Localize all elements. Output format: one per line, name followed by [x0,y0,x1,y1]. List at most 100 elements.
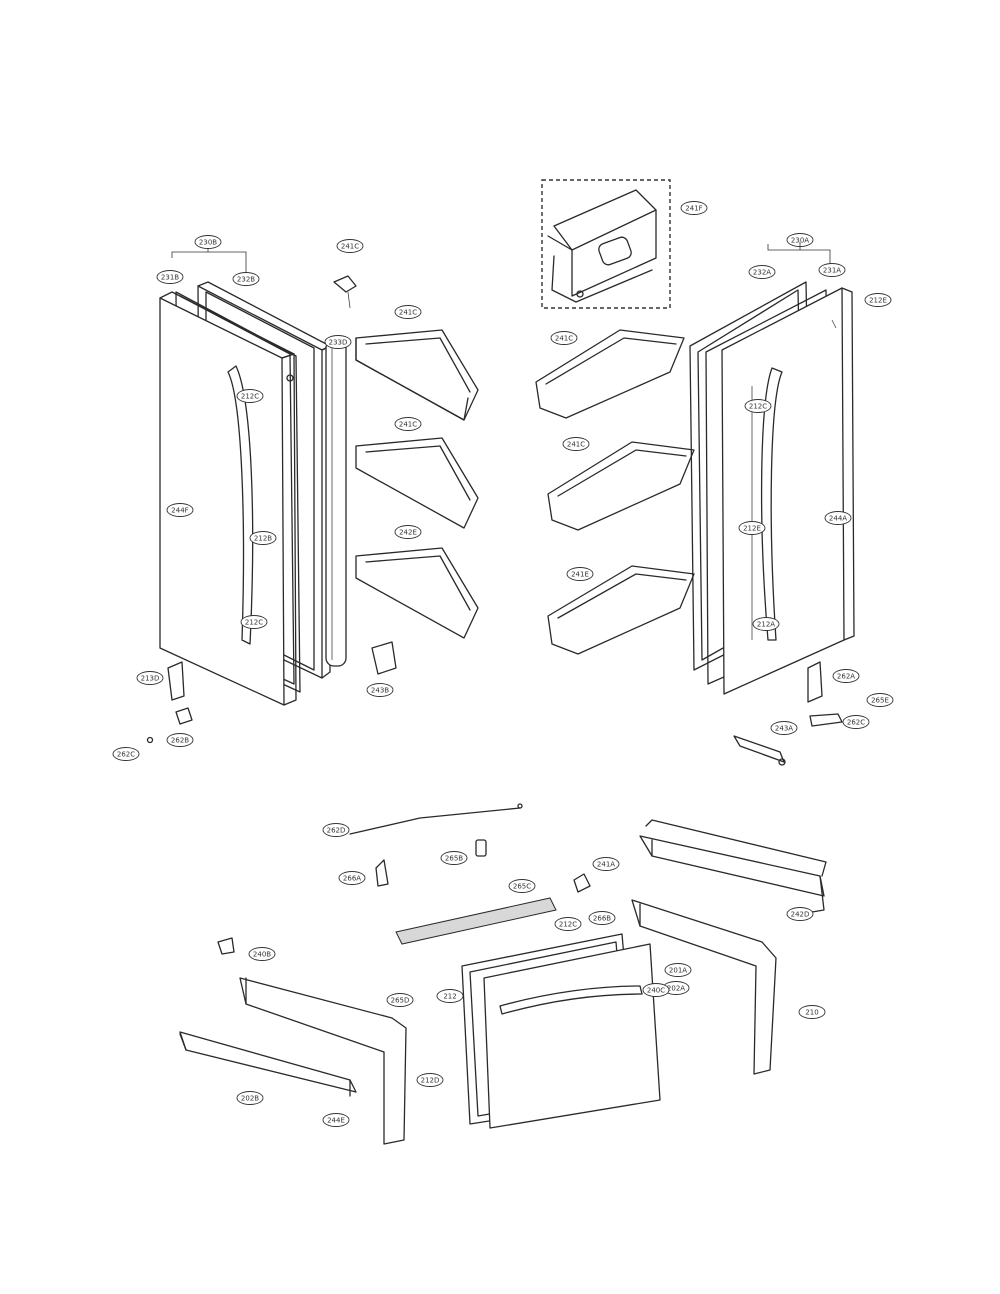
callout-label: 212C [241,393,259,401]
callout-c42: 202A [662,981,690,995]
callout-label: 232A [753,269,771,277]
callout-c5: 244F [166,503,194,517]
callout-label: 212A [757,621,775,629]
callout-bubble [818,263,846,277]
callout-c19: 232A [748,265,776,279]
callout-c30: 262B [166,733,194,747]
callout-label: 212B [254,535,272,543]
callout-c27: 265E [866,693,894,707]
callout-label: 241C [399,421,417,429]
callout-bubble [554,917,582,931]
right-door-assembly [689,281,855,766]
callout-label: 230B [199,239,217,247]
callout-label: 262D [327,827,346,835]
callout-c17: 241E [566,567,594,581]
callout-c20: 231A [818,263,846,277]
callout-bubble [240,615,268,629]
callout-bubble [748,265,776,279]
callout-label: 265D [391,997,410,1005]
callout-bubble [866,693,894,707]
callout-bubble [166,503,194,517]
callout-label: 233D [329,339,348,347]
callout-bubble [680,201,708,215]
callout-c2: 231B [156,270,184,284]
callout-c46: 240B [248,947,276,961]
callout-label: 212C [245,619,263,627]
callout-label: 212E [743,525,761,533]
callout-c50: 265D [386,993,414,1007]
callout-bubble [550,331,578,345]
callout-label: 262B [171,737,189,745]
callout-bubble [562,437,590,451]
callout-c4: 212C [236,389,264,403]
callout-bubble [664,963,692,977]
callout-bubble [440,851,468,865]
callout-c29: 243A [770,721,798,735]
callout-label: 212D [421,1077,440,1085]
callout-label: 241C [341,243,359,251]
callout-c26: 262A [832,669,860,683]
callout-c48: 244E [322,1113,350,1127]
callout-c23: 212E [738,521,766,535]
callout-c22: 212C [744,399,772,413]
callout-c1: 230B [194,235,222,249]
callout-bubble [322,1113,350,1127]
callout-c33: 262D [322,823,350,837]
callout-bubble [366,683,394,697]
callout-bubble [394,525,422,539]
callout-label: 213D [141,675,160,683]
callout-c34: 266A [338,871,366,885]
callout-c39: 212C [554,917,582,931]
callout-c31: 262C [112,747,140,761]
callout-c41: 201A [664,963,692,977]
callout-label: 243B [371,687,389,695]
callout-c21: 212E [864,293,892,307]
callout-label: 241A [597,861,615,869]
callout-c18: 230A [786,233,814,247]
callout-bubble [386,993,414,1007]
callout-c15: 241C [550,331,578,345]
callout-bubble [112,747,140,761]
bin-detail-box [541,179,671,309]
callout-label: 265C [513,883,531,891]
callout-bubble [338,871,366,885]
callout-bubble [416,1073,444,1087]
right-door-bins [535,329,695,655]
callout-bubble [798,1005,826,1019]
callout-bubble [592,857,620,871]
callout-c13: 242E [394,525,422,539]
callout-label: 231A [823,267,841,275]
callout-c28: 262C [842,715,870,729]
callout-label: 232B [237,276,255,284]
callout-c14: 241F [680,201,708,215]
callout-bubble [752,617,780,631]
callout-c47: 202B [236,1091,264,1105]
callout-label: 241F [685,205,702,213]
leader-lines [171,242,831,272]
callout-bubble [770,721,798,735]
left-door-bins [355,329,479,639]
callout-c45: 212D [416,1073,444,1087]
callout-label: 266A [343,875,361,883]
callout-bubble [786,907,814,921]
callout-bubble [864,293,892,307]
callout-label: 244E [327,1117,345,1125]
callout-label: 202B [241,1095,259,1103]
callout-c11: 241C [394,305,422,319]
callout-label: 212C [749,403,767,411]
callout-bubble [744,399,772,413]
callout-label: 262C [117,751,135,759]
callout-bubble [508,879,536,893]
callout-bubble [236,1091,264,1105]
callout-bubble [842,715,870,729]
callout-label: 210 [805,1009,818,1017]
callout-bubble [588,911,616,925]
callout-label: 262A [837,673,855,681]
callout-label: 242E [399,529,417,537]
callout-c25: 212A [752,617,780,631]
callout-label: 243A [775,725,793,733]
callout-c12: 241C [394,417,422,431]
callout-c32: 243B [366,683,394,697]
callout-label: 241C [555,335,573,343]
callout-c36: 265C [508,879,536,893]
